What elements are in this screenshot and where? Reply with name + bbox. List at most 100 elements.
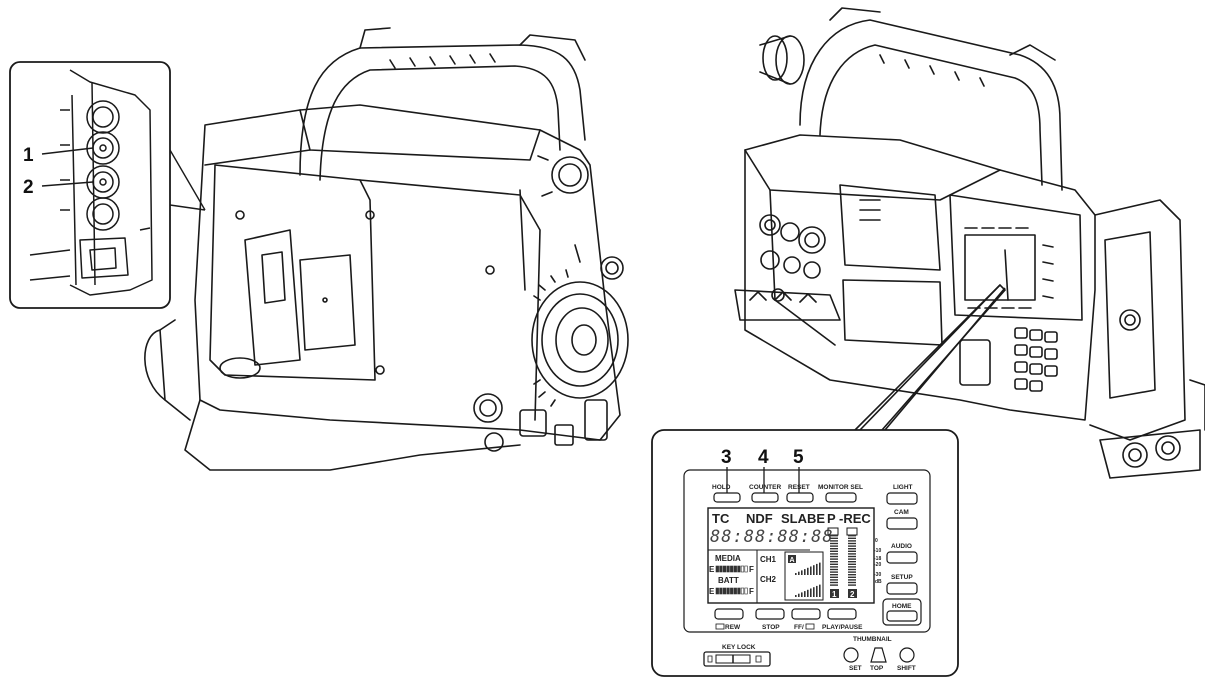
shift-button[interactable]: [899, 647, 915, 663]
rew-label: REW: [725, 624, 741, 631]
ch1-wedge-bar: [810, 566, 812, 575]
db-scale-0: 0: [875, 538, 878, 544]
stop-button[interactable]: [755, 608, 785, 620]
meter-ch1-tick: [830, 542, 838, 545]
hold-button[interactable]: [713, 492, 741, 503]
meter-ch1-tick: [830, 558, 838, 560]
meter-ch1-tick: [830, 535, 838, 537]
meter-ch1-tick: [830, 568, 838, 571]
lcd-timecode-digits: 88:88:88:88: [710, 527, 834, 547]
home-label: HOME: [892, 603, 912, 610]
ch2-wedge-bar: [810, 588, 812, 597]
play-pause-button[interactable]: [827, 608, 857, 620]
audio-meter-ch1: [830, 535, 838, 586]
terminal-inset-frame: [9, 61, 171, 309]
cam-button[interactable]: [886, 517, 918, 530]
light-button[interactable]: [886, 492, 918, 505]
ch2-wedge-bar: [804, 591, 806, 597]
ff-thumbnail-icon: [805, 623, 815, 630]
db-scale-20: -20: [874, 562, 881, 568]
lcd-media: MEDIA: [715, 554, 741, 563]
control-panel-inset: 3 4 5 HOLD COUNTER RESET MONITOR SEL LIG…: [651, 429, 959, 677]
media-segment: [744, 565, 748, 573]
meter-2-label: 2: [850, 590, 855, 599]
batt-segment: [726, 587, 730, 595]
meter-1-badge: [830, 589, 839, 598]
meter-ch2-tick: [848, 542, 856, 545]
meter-ch1-tick: [830, 574, 838, 576]
meter-ch1-tick: [830, 581, 838, 584]
counter-button[interactable]: [751, 492, 779, 503]
counter-label: COUNTER: [749, 484, 781, 491]
meter-ch1-tick: [830, 537, 838, 539]
meter-ch1-tick: [830, 571, 838, 573]
audio-label: AUDIO: [891, 543, 912, 550]
meter-ch2-tick: [848, 535, 856, 537]
lcd-batt: BATT: [718, 576, 739, 585]
meter-ch2-tick: [848, 579, 856, 581]
ch2-wedge-bar: [798, 593, 800, 597]
ch2-wedge-bar: [819, 584, 821, 597]
rew-button[interactable]: [714, 608, 744, 620]
meter-ch1-tick: [830, 553, 838, 555]
top-button[interactable]: [870, 647, 887, 663]
meter-ch2-tick: [848, 561, 856, 563]
meter-ch1-tick: [830, 545, 838, 547]
meter-ch1-tick: [830, 576, 838, 578]
meter-ch2-tick: [848, 571, 856, 573]
ch2-wedge-bar: [813, 587, 815, 597]
top-label: TOP: [870, 665, 884, 672]
lcd-ch-a: A: [790, 557, 795, 564]
db-scale-30: -30: [874, 572, 881, 578]
batt-segment: [740, 587, 745, 595]
meter-ch1-tick: [830, 550, 838, 552]
meter-ch2-tick: [848, 540, 856, 542]
meter-ch2-tick: [848, 584, 856, 586]
monitor-sel-button[interactable]: [825, 492, 857, 503]
callout-1: 1: [23, 145, 34, 166]
set-button[interactable]: [843, 647, 859, 663]
ch2-wedge-bar: [816, 585, 818, 597]
audio-button[interactable]: [886, 551, 918, 564]
meter-ch2-tick: [848, 568, 856, 571]
media-segment: [715, 565, 719, 573]
battery-level-bar: [715, 587, 748, 595]
lcd-media-e: E: [709, 565, 715, 574]
meter-ch2-tick: [848, 581, 856, 584]
lcd-ch2: CH2: [760, 575, 777, 584]
meter-ch2-tick: [848, 555, 856, 558]
meter-ch1-tick: [830, 584, 838, 586]
lcd-ndf: NDF: [746, 511, 773, 526]
lcd-media-f: F: [749, 565, 754, 574]
home-button[interactable]: [886, 610, 918, 622]
meter-ch2-tick: [848, 537, 856, 539]
meter-ch2-tick: [848, 548, 856, 550]
lcd-display: TC NDF SLABE P -REC 88:88:88:88 MEDIA E …: [707, 507, 875, 604]
meter-ch1-tick: [830, 563, 838, 565]
right-camera: [734, 7, 1205, 479]
ch1-wedge-bar: [795, 573, 797, 575]
callout-3: 3: [721, 447, 732, 468]
left-camera: [144, 27, 629, 471]
meter-ch2-tick: [848, 576, 856, 578]
reset-button[interactable]: [786, 492, 814, 503]
ch1-wedge-bar: [807, 567, 809, 575]
meter-ch2-tick: [848, 550, 856, 552]
thumbnail-label: THUMBNAIL: [853, 636, 892, 643]
ch1-level-wedge: [795, 562, 821, 575]
meter-ch1-tick: [830, 555, 838, 558]
ff-button[interactable]: [791, 608, 821, 620]
key-lock-switch[interactable]: [703, 651, 771, 667]
db-scale: 0 -10 -18 -20 -30 dB: [874, 538, 882, 585]
meter-ch2-tick: [848, 545, 856, 547]
hold-label: HOLD: [712, 484, 731, 491]
lock-icons: [707, 655, 762, 663]
ch2-wedge-bar: [807, 589, 809, 597]
meter-2-badge: [848, 589, 857, 598]
leader-line-2: [41, 181, 94, 187]
ch1-wedge-bar: [798, 571, 800, 575]
ch1-wedge-bar: [816, 563, 818, 575]
meter-ch2-tick: [848, 574, 856, 576]
callout-5: 5: [793, 447, 804, 468]
setup-button[interactable]: [886, 582, 918, 595]
